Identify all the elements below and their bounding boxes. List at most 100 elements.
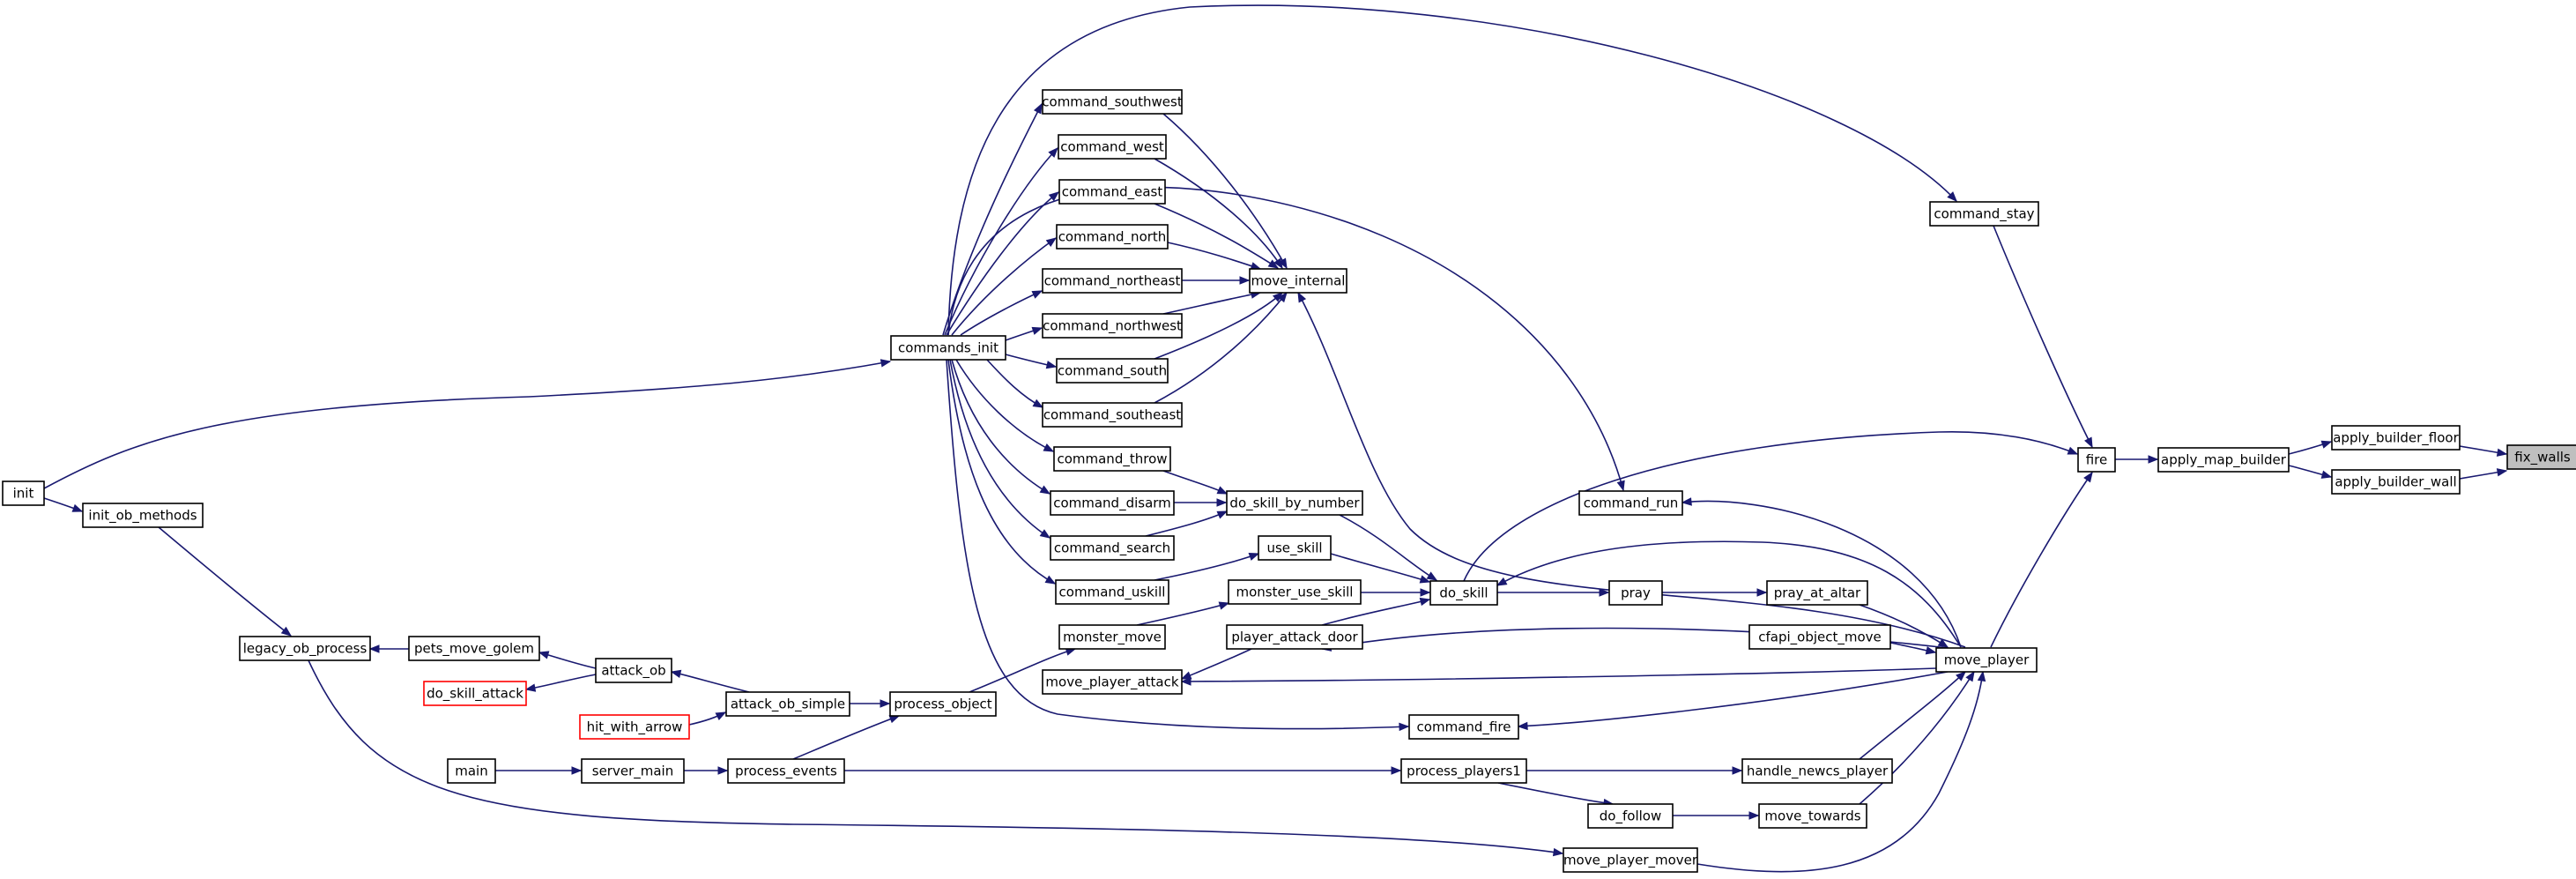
arrowhead-icon bbox=[1031, 290, 1043, 299]
arrowhead-icon bbox=[1031, 326, 1043, 335]
arrowhead-icon bbox=[1248, 552, 1260, 561]
edge-line bbox=[944, 147, 1058, 336]
node-box bbox=[1249, 268, 1347, 294]
node-do-skill-attack[interactable]: do_skill_attack bbox=[423, 681, 527, 706]
node-process-events[interactable]: process_events bbox=[727, 758, 845, 784]
node-command-run[interactable]: command_run bbox=[1578, 490, 1683, 516]
edge-init-ob-methods-to-legacy-ob-process bbox=[158, 526, 293, 637]
edge-command-stay-to-fire bbox=[1993, 225, 2093, 449]
node-box bbox=[1758, 803, 1867, 829]
arrowhead-icon bbox=[2148, 455, 2159, 464]
node-label: move_player bbox=[1944, 652, 2030, 669]
node-hit-with-arrow[interactable]: hit_with_arrow bbox=[579, 714, 690, 740]
node-player-attack-door[interactable]: player_attack_door bbox=[1226, 624, 1363, 650]
node-command-stay[interactable]: command_stay bbox=[1929, 201, 2039, 227]
edge-attack-ob-simple-to-process-object bbox=[850, 699, 891, 708]
arrowhead-icon bbox=[1048, 147, 1058, 158]
edge-line bbox=[1162, 470, 1228, 495]
node-move-player-attack[interactable]: move_player_attack bbox=[1042, 669, 1183, 695]
node-pray-at-altar[interactable]: pray_at_altar bbox=[1766, 580, 1868, 606]
edge-commands-init-to-command-north bbox=[951, 237, 1058, 336]
edge-player-attack-door-to-move-player-attack bbox=[1180, 648, 1252, 680]
node-fire[interactable]: fire bbox=[2077, 447, 2116, 473]
node-command-west[interactable]: command_west bbox=[1058, 134, 1167, 160]
node-move-player[interactable]: move_player bbox=[1935, 647, 2038, 673]
edge-line bbox=[525, 674, 597, 690]
arrowhead-icon bbox=[2496, 448, 2508, 457]
node-command-search[interactable]: command_search bbox=[1050, 535, 1175, 561]
node-apply-map-builder[interactable]: apply_map_builder bbox=[2157, 447, 2290, 473]
node-pray[interactable]: pray bbox=[1608, 580, 1663, 606]
arrowhead-icon bbox=[880, 699, 891, 708]
node-do-skill[interactable]: do_skill bbox=[1429, 580, 1498, 606]
node-cfapi-object-move[interactable]: cfapi_object_move bbox=[1748, 624, 1891, 650]
arrowhead-icon bbox=[1216, 498, 1228, 507]
node-box bbox=[1050, 535, 1175, 561]
node-command-southwest[interactable]: command_southwest bbox=[1042, 89, 1183, 115]
node-process-object[interactable]: process_object bbox=[889, 691, 997, 717]
node-label: init bbox=[13, 486, 34, 502]
node-monster-use-skill[interactable]: monster_use_skill bbox=[1228, 579, 1362, 605]
node-command-northwest[interactable]: command_northwest bbox=[1042, 313, 1183, 339]
node-command-fire[interactable]: command_fire bbox=[1408, 714, 1519, 740]
node-command-northeast[interactable]: command_northeast bbox=[1042, 268, 1183, 294]
node-command-north[interactable]: command_north bbox=[1056, 224, 1169, 250]
node-command-disarm[interactable]: command_disarm bbox=[1050, 490, 1175, 516]
node-box bbox=[1741, 758, 1893, 784]
node-command-south[interactable]: command_south bbox=[1056, 358, 1169, 384]
arrowhead-icon bbox=[1045, 237, 1058, 247]
node-label: pray_at_altar bbox=[1774, 585, 1861, 602]
node-fix-walls[interactable]: fix_walls bbox=[2506, 444, 2576, 470]
node-box bbox=[727, 758, 845, 784]
arrowhead-icon bbox=[1039, 485, 1051, 495]
edge-commands-init-to-command-northwest bbox=[1005, 326, 1043, 341]
node-command-southeast[interactable]: command_southeast bbox=[1042, 402, 1183, 428]
node-process-players1[interactable]: process_players1 bbox=[1400, 758, 1527, 784]
node-legacy-ob-process[interactable]: legacy_ob_process bbox=[239, 636, 371, 661]
node-box bbox=[1042, 268, 1183, 294]
node-do-skill-by-number[interactable]: do_skill_by_number bbox=[1226, 490, 1363, 516]
node-box bbox=[1058, 134, 1167, 160]
node-move-player-mover[interactable]: move_player_mover bbox=[1563, 847, 1698, 873]
arrowhead-icon bbox=[670, 669, 682, 679]
node-init-ob-methods[interactable]: init_ob_methods bbox=[82, 503, 204, 528]
node-handle-newcs-player[interactable]: handle_newcs_player bbox=[1741, 758, 1893, 784]
node-apply-builder-floor[interactable]: apply_builder_floor bbox=[2331, 425, 2461, 451]
node-attack-ob-simple[interactable]: attack_ob_simple bbox=[725, 691, 850, 717]
node-server-main[interactable]: server_main bbox=[581, 758, 685, 784]
node-init[interactable]: init bbox=[2, 480, 45, 506]
node-label: handle_newcs_player bbox=[1747, 764, 1889, 780]
node-monster-move[interactable]: monster_move bbox=[1058, 624, 1166, 650]
edge-line bbox=[949, 359, 1050, 539]
edge-line bbox=[1859, 671, 1966, 760]
edge-line bbox=[1136, 602, 1229, 626]
node-box bbox=[1929, 201, 2039, 227]
node-move-towards[interactable]: move_towards bbox=[1758, 803, 1867, 829]
arrowhead-icon bbox=[2067, 446, 2079, 455]
edge-line bbox=[1990, 472, 2093, 648]
arrowhead-icon bbox=[1180, 671, 1192, 680]
node-commands-init[interactable]: commands_init bbox=[890, 335, 1006, 361]
edge-line bbox=[1859, 604, 1949, 648]
node-command-east[interactable]: command_east bbox=[1058, 179, 1166, 205]
node-do-follow[interactable]: do_follow bbox=[1587, 803, 1674, 829]
edge-player-attack-door-to-do-skill bbox=[1321, 597, 1431, 626]
node-move-internal[interactable]: move_internal bbox=[1249, 268, 1347, 294]
edge-line bbox=[1154, 292, 1288, 404]
edge-pets-move-golem-to-legacy-ob-process bbox=[368, 644, 409, 653]
node-label: command_search bbox=[1054, 540, 1170, 557]
node-apply-builder-wall[interactable]: apply_builder_wall bbox=[2331, 469, 2461, 495]
node-main[interactable]: main bbox=[447, 758, 496, 784]
node-attack-ob[interactable]: attack_ob bbox=[595, 658, 672, 683]
node-pets-move-golem[interactable]: pets_move_golem bbox=[408, 636, 540, 661]
node-command-uskill[interactable]: command_uskill bbox=[1055, 579, 1169, 605]
node-use-skill[interactable]: use_skill bbox=[1258, 535, 1332, 561]
arrowhead-icon bbox=[1937, 638, 1949, 648]
arrowhead-icon bbox=[538, 651, 550, 659]
edge-process-events-to-process-object bbox=[792, 715, 901, 760]
arrowhead-icon bbox=[1956, 671, 1966, 682]
node-command-throw[interactable]: command_throw bbox=[1053, 446, 1171, 472]
edge-cfapi-object-move-to-move-player bbox=[1889, 642, 1937, 655]
node-label: command_south bbox=[1058, 363, 1167, 380]
edge-commands-init-to-command-west bbox=[944, 147, 1058, 336]
